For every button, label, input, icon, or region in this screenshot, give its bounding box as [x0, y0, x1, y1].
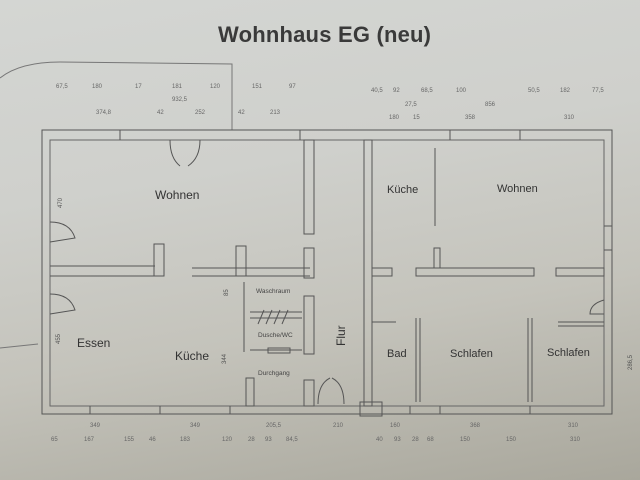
dim-bottom: 65 [51, 437, 58, 443]
dim-top: 151 [252, 84, 263, 90]
dim-bottom: 349 [90, 423, 101, 429]
dim-top-sub: 932,5 [172, 97, 188, 103]
dim-top: 40,5 [371, 88, 383, 94]
dim-bottom: 368 [470, 423, 481, 429]
dim-bottom: 28 [412, 437, 419, 443]
plan-title: Wohnhaus EG (neu) [218, 22, 432, 47]
dim-bottom: 310 [568, 423, 579, 429]
dim-top: 92 [393, 88, 400, 94]
dim-bottom: 93 [394, 437, 401, 443]
room-label-schlafen-1: Schlafen [450, 348, 493, 360]
dim-bottom: 120 [222, 437, 233, 443]
dim-top-sub: 856 [485, 102, 496, 108]
dim-top: 374,8 [96, 110, 112, 116]
dim-bottom: 183 [180, 437, 191, 443]
room-label-wohnen-right: Wohnen [497, 183, 538, 195]
dim-bottom: 150 [460, 437, 471, 443]
room-label-schlafen-2: Schlafen [547, 347, 590, 359]
dim-top: 213 [270, 110, 281, 116]
dim-bottom: 205,5 [266, 423, 282, 429]
dim-bottom: 93 [265, 437, 272, 443]
dim-top: 120 [210, 84, 221, 90]
dim-bottom: 68 [427, 437, 434, 443]
dim-top: 17 [135, 84, 142, 90]
dim-top: 358 [465, 115, 476, 121]
dim-top: 15 [413, 115, 420, 121]
dim-vertical: 455 [56, 333, 62, 344]
dim-top-sub: 27,5 [405, 102, 417, 108]
dim-top: 100 [456, 88, 467, 94]
dim-vertical: 470 [58, 197, 64, 208]
dim-top: 42 [157, 110, 164, 116]
dim-top: 310 [564, 115, 575, 121]
room-label-dusche-wc: Dusche/WC [258, 332, 293, 339]
dim-bottom: 40 [376, 437, 383, 443]
dim-bottom: 167 [84, 437, 95, 443]
room-label-durchgang: Durchgang [258, 370, 290, 377]
dim-top: 182 [560, 88, 571, 94]
room-label-bad: Bad [387, 348, 407, 360]
dim-bottom: 160 [390, 423, 401, 429]
room-label-essen: Essen [77, 336, 111, 350]
dim-bottom: 155 [124, 437, 135, 443]
dim-bottom: 46 [149, 437, 156, 443]
room-label-kueche-left: Küche [175, 349, 210, 363]
dim-bottom: 150 [506, 437, 517, 443]
dim-top: 50,5 [528, 88, 540, 94]
dim-bottom: 84,5 [286, 437, 298, 443]
dim-top: 252 [195, 110, 206, 116]
dim-top: 68,5 [421, 88, 433, 94]
dim-bottom: 28 [248, 437, 255, 443]
room-label-flur: Flur [334, 325, 348, 346]
dim-top: 180 [92, 84, 103, 90]
room-label-wohnen-left: Wohnen [155, 188, 200, 202]
dim-vertical: 286,5 [628, 354, 634, 370]
dim-top: 180 [389, 115, 400, 121]
dim-vertical: 344 [222, 353, 228, 364]
dim-top: 97 [289, 84, 296, 90]
dim-bottom: 310 [570, 437, 581, 443]
dim-bottom: 210 [333, 423, 344, 429]
dim-vertical: 85 [224, 289, 230, 296]
room-label-kueche-right: Küche [387, 184, 419, 196]
dim-top: 77,5 [592, 88, 604, 94]
dim-top: 67,5 [56, 84, 68, 90]
dim-top: 42 [238, 110, 245, 116]
room-label-waschraum: Waschraum [256, 288, 291, 295]
dim-bottom: 349 [190, 423, 201, 429]
dim-top: 181 [172, 84, 183, 90]
